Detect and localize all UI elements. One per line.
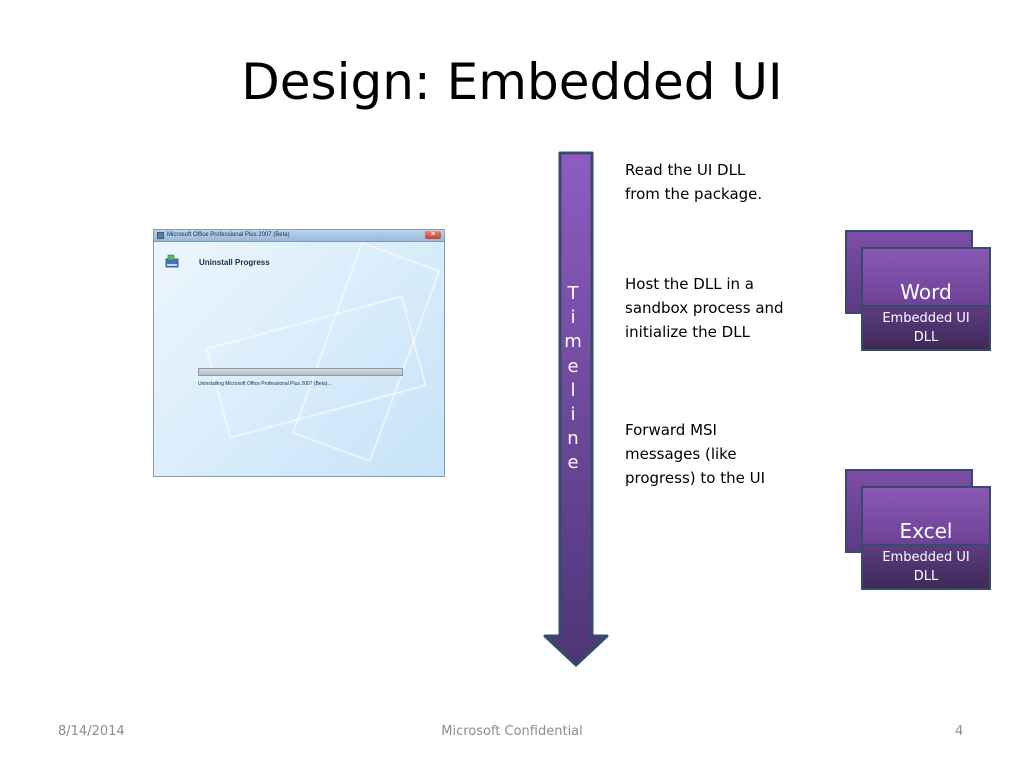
close-icon: ✕ [425,231,441,239]
installer-icon [157,232,164,239]
timeline-letter: T [567,283,579,304]
word-label: Word [900,280,952,304]
word-embedded-ui-label: Embedded UI DLL [863,305,989,349]
footer-confidential: Microsoft Confidential [441,724,583,739]
uninstall-screenshot: Microsoft Office Professional Plus 2007 … [153,229,445,477]
timeline-letter: n [567,428,579,450]
step-host-dll: Host the DLL in a sandbox process and in… [625,275,784,341]
package-icon [165,254,179,268]
timeline-letter: m [564,331,582,353]
step-read-dll: Read the UI DLL from the package. [625,161,763,203]
excel-app-box: Excel Embedded UI DLL [861,486,991,590]
footer-date: 8/14/2014 [58,724,125,739]
dialog-title: Microsoft Office Professional Plus 2007 … [167,232,290,238]
dialog-heading: Uninstall Progress [199,258,270,267]
excel-label: Excel [899,519,953,543]
timeline-letter: l [570,379,576,401]
word-app-box: Word Embedded UI DLL [861,247,991,351]
step-forward-messages: Forward MSI messages (like progress) to … [625,421,765,487]
progress-fill [199,369,402,375]
uninstall-progress-bar [198,368,403,376]
slide-title: Design: Embedded UI [241,53,783,111]
uninstall-status-text: Uninstalling Microsoft Office Profession… [198,381,332,387]
timeline-letter: e [567,452,579,474]
timeline-letter: i [570,307,576,329]
excel-embedded-ui-label: Embedded UI DLL [863,544,989,588]
footer-page-number: 4 [955,724,964,739]
timeline-letter: e [567,355,579,377]
dialog-titlebar: Microsoft Office Professional Plus 2007 … [154,230,444,242]
timeline-letter: i [570,404,576,425]
timeline-arrow [543,151,609,667]
